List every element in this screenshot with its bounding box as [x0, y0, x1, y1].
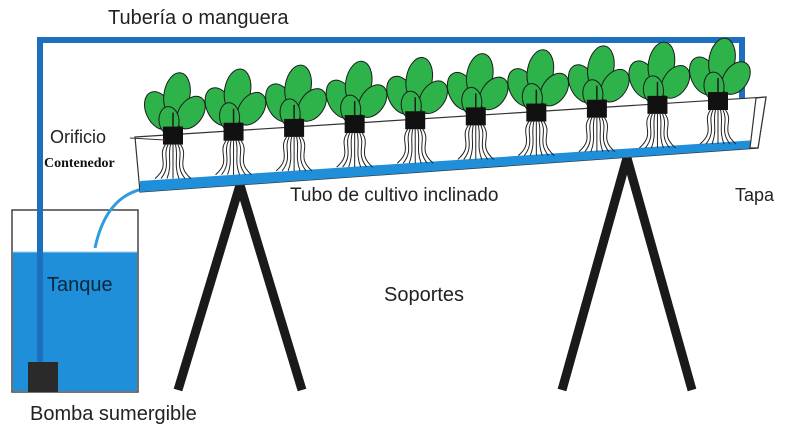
pipe-label: Tubería o manguera [108, 7, 289, 29]
plant-leaves [688, 37, 751, 101]
plant [567, 45, 630, 153]
plant [628, 41, 691, 149]
plant-cup [586, 99, 607, 118]
plant [386, 56, 448, 164]
pump-icon [28, 362, 58, 392]
tube-water [140, 140, 757, 192]
plant-leaves [628, 41, 691, 105]
hole-label: Orificio [50, 127, 106, 147]
plant-leaves [567, 45, 630, 109]
plant-roots [154, 144, 192, 179]
plant-cup [163, 126, 183, 145]
supports [173, 156, 697, 392]
plant-cup [284, 118, 305, 137]
plant-roots [215, 140, 252, 176]
plant-roots [275, 136, 313, 172]
plant [265, 64, 327, 172]
plant-cup [708, 92, 728, 111]
plant-cup [223, 122, 244, 141]
plant-roots [639, 113, 676, 149]
plant-roots [518, 121, 555, 156]
plant-cup [465, 107, 486, 126]
support-left-leg-a [173, 183, 245, 392]
cap-label: Tapa [735, 185, 775, 205]
plant [446, 53, 509, 160]
plant-roots [396, 128, 434, 164]
plant-leaves [507, 49, 570, 113]
container-label: Contenedor [44, 156, 115, 171]
plant-roots [457, 125, 495, 160]
plants [143, 37, 751, 179]
pump-label: Bomba sumergible [30, 403, 197, 425]
plant [325, 60, 388, 168]
plant-roots [336, 132, 373, 168]
tank [11, 209, 139, 393]
plant-cup [647, 95, 668, 114]
plant [507, 49, 570, 156]
plant-leaves [446, 53, 509, 116]
plant [688, 37, 751, 145]
tube-label: Tubo de cultivo inclinado [290, 185, 498, 206]
support-right-leg-a [557, 156, 632, 392]
supports-label: Soportes [384, 284, 464, 306]
plant-leaves [143, 72, 206, 136]
plant-roots [578, 117, 616, 153]
tube-cap [749, 96, 767, 149]
plant-leaves [386, 56, 448, 120]
plant-cup [344, 115, 365, 134]
plant-cup [405, 111, 426, 130]
tank-label: Tanque [47, 274, 113, 296]
plant [143, 72, 206, 179]
plant-roots [699, 109, 737, 145]
cultivation-tube [134, 96, 767, 193]
hole-leader-line [129, 137, 166, 141]
support-right-leg-b [622, 156, 697, 392]
plant-cup [526, 103, 547, 122]
plant [204, 68, 267, 176]
support-left-leg-b [235, 183, 307, 392]
plant-leaves [265, 64, 327, 128]
plant-leaves [204, 68, 267, 132]
plant-leaves [325, 60, 388, 124]
